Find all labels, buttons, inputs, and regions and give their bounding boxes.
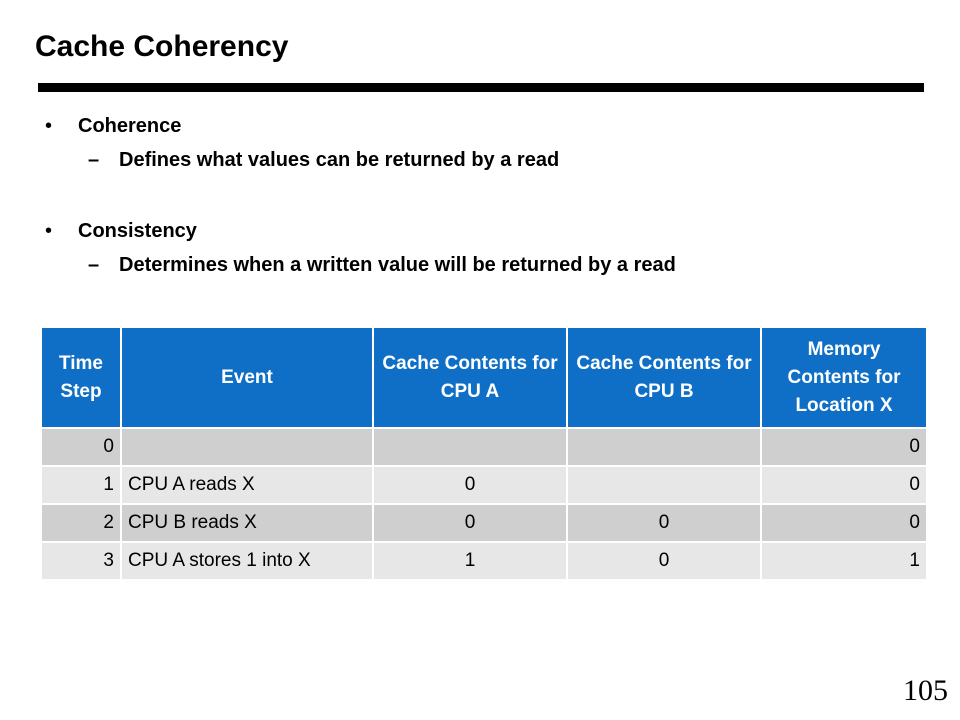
slide-title: Cache Coherency — [35, 30, 289, 63]
table-row: 0 0 — [40, 427, 928, 467]
cell-cache-cpu-b — [566, 427, 762, 467]
cell-time-step: 1 — [40, 465, 122, 505]
bullet-consistency: Consistency — [45, 217, 905, 245]
header-memory-location-x: Memory Contents for Location X — [760, 326, 928, 429]
header-cache-cpu-a: Cache Contents for CPU A — [372, 326, 568, 429]
cell-memory-x: 0 — [760, 465, 928, 505]
cell-memory-x: 0 — [760, 427, 928, 467]
bullet-spacer — [45, 174, 905, 217]
cell-event: CPU B reads X — [120, 503, 374, 543]
cell-time-step: 3 — [40, 541, 122, 581]
cell-time-step: 0 — [40, 427, 122, 467]
cache-event-table: Time Step Event Cache Contents for CPU A… — [40, 326, 928, 581]
table-row: 1 CPU A reads X 0 0 — [40, 465, 928, 505]
cell-cache-cpu-b: 0 — [566, 503, 762, 543]
page-number: 105 — [903, 674, 948, 707]
header-time-step: Time Step — [40, 326, 122, 429]
table-row: 2 CPU B reads X 0 0 0 — [40, 503, 928, 543]
table-row: 3 CPU A stores 1 into X 1 0 1 — [40, 541, 928, 581]
cell-cache-cpu-a: 0 — [372, 503, 568, 543]
header-cache-cpu-b: Cache Contents for CPU B — [566, 326, 762, 429]
cell-event — [120, 427, 374, 467]
cell-time-step: 2 — [40, 503, 122, 543]
cell-event: CPU A reads X — [120, 465, 374, 505]
cell-memory-x: 1 — [760, 541, 928, 581]
cell-event: CPU A stores 1 into X — [120, 541, 374, 581]
bullet-list: Coherence Defines what values can be ret… — [45, 112, 905, 279]
cell-cache-cpu-b: 0 — [566, 541, 762, 581]
table-header-row: Time Step Event Cache Contents for CPU A… — [40, 326, 928, 429]
cell-cache-cpu-b — [566, 465, 762, 505]
sub-bullet-coherence-definition: Defines what values can be returned by a… — [45, 146, 905, 174]
cell-cache-cpu-a: 1 — [372, 541, 568, 581]
cell-memory-x: 0 — [760, 503, 928, 543]
title-divider — [38, 83, 924, 92]
header-event: Event — [120, 326, 374, 429]
cell-cache-cpu-a — [372, 427, 568, 467]
cell-cache-cpu-a: 0 — [372, 465, 568, 505]
sub-bullet-consistency-definition: Determines when a written value will be … — [45, 251, 905, 279]
bullet-coherence: Coherence — [45, 112, 905, 140]
